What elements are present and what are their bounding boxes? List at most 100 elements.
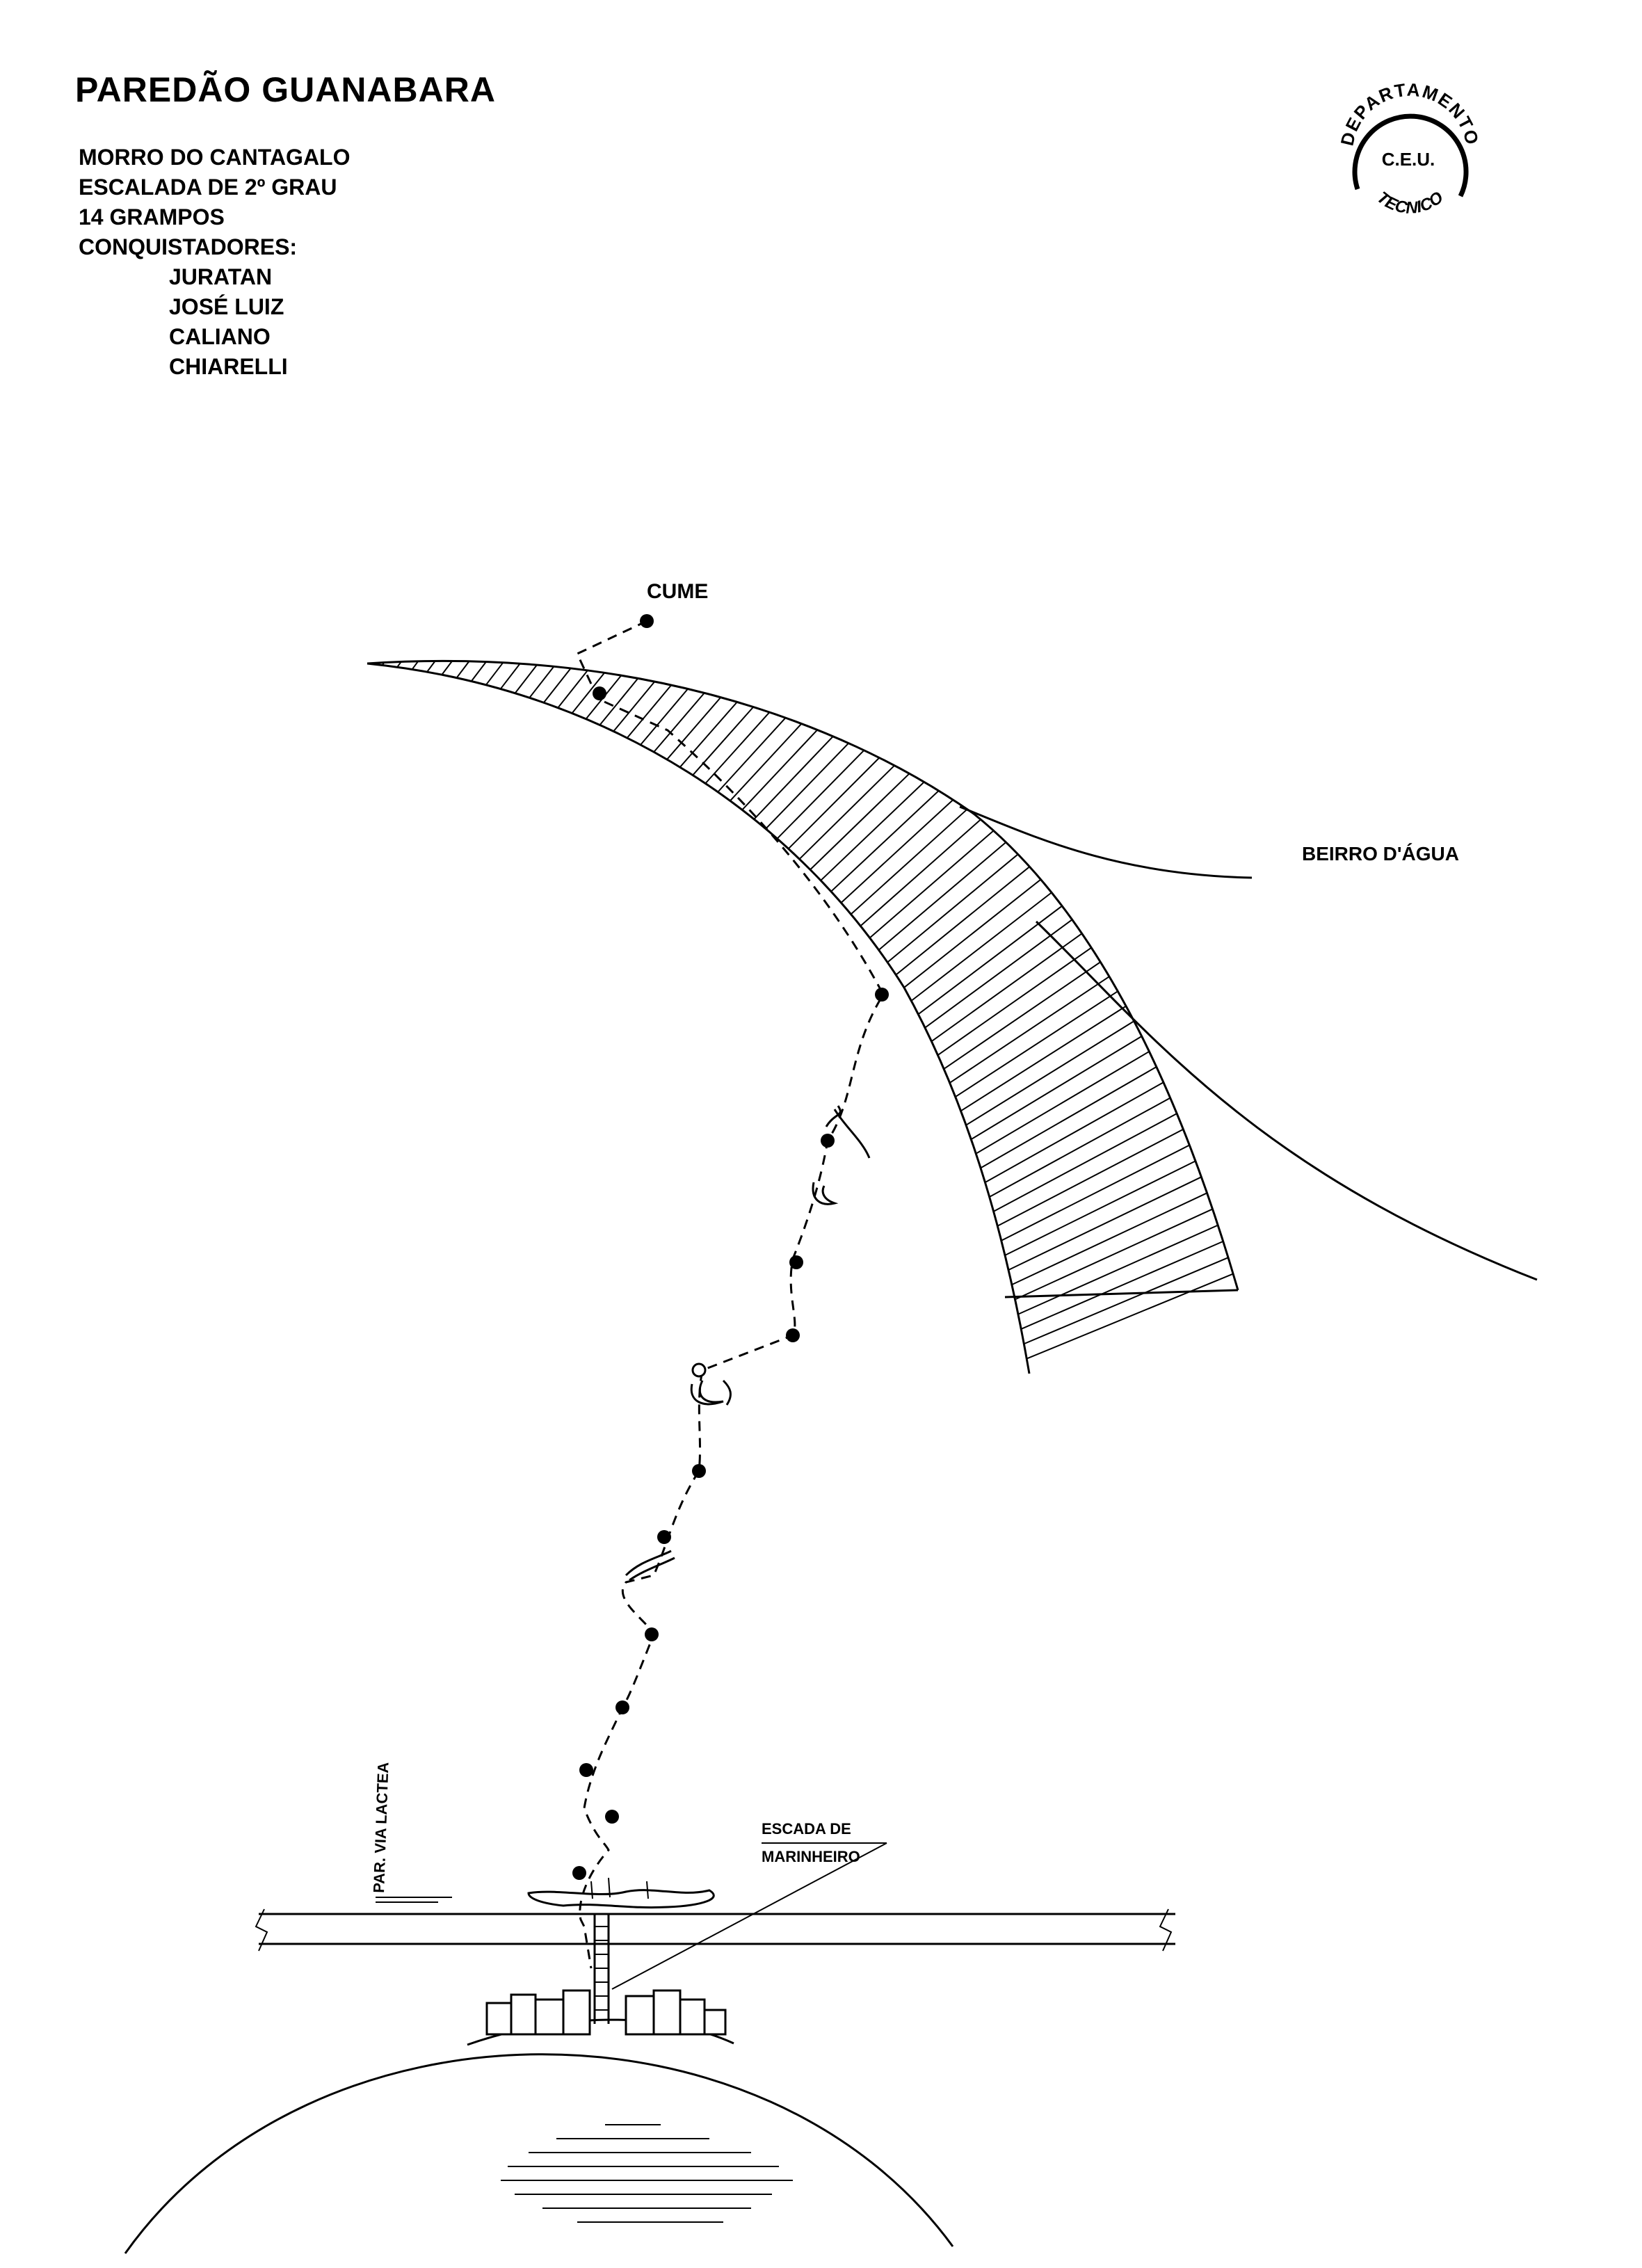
adjacent-ledge bbox=[376, 1897, 452, 1903]
hatch-line bbox=[1008, 1176, 1202, 1271]
hatch-line bbox=[485, 662, 504, 686]
ladder-rungs bbox=[595, 1926, 609, 2011]
drip-edge-line bbox=[959, 805, 1253, 879]
hatch-line bbox=[860, 819, 981, 927]
rock-features bbox=[625, 1105, 871, 1582]
conqueror-name: JURATAN bbox=[169, 264, 273, 289]
hatch-line bbox=[411, 661, 419, 670]
route-path bbox=[576, 620, 885, 1969]
bolt-marker bbox=[875, 988, 889, 1002]
hatch-line bbox=[753, 736, 834, 820]
building bbox=[703, 2009, 727, 2036]
hatch-line bbox=[798, 764, 895, 860]
hatch-line bbox=[514, 664, 538, 694]
ledge-markers bbox=[590, 1877, 649, 1899]
hatch-line bbox=[741, 729, 818, 811]
roof-base-line bbox=[1004, 1289, 1239, 1298]
building bbox=[652, 1989, 682, 2036]
bolt-markers bbox=[572, 614, 889, 1880]
bolt-marker bbox=[605, 1810, 619, 1824]
roof-lower-edge bbox=[367, 662, 1031, 1374]
route-info: MORRO DO CANTAGALO ESCALADA DE 2º GRAU 1… bbox=[79, 143, 350, 382]
hatch-line bbox=[730, 723, 803, 802]
hatch-line bbox=[396, 661, 402, 668]
hatch-line bbox=[557, 670, 588, 709]
crescent-feature bbox=[690, 1380, 724, 1406]
hatch-line bbox=[1026, 1273, 1234, 1360]
hatch-line bbox=[895, 866, 1030, 976]
department-stamp: DEPARTAMENTO C.E.U. TECNICO bbox=[1336, 79, 1483, 218]
hatch-line bbox=[943, 961, 1101, 1070]
hatch-line bbox=[955, 990, 1118, 1097]
hatch-line bbox=[820, 781, 925, 881]
building bbox=[485, 2002, 513, 2036]
hatch-line bbox=[887, 853, 1019, 963]
hatch-line bbox=[543, 668, 572, 703]
base-ledge bbox=[527, 1889, 715, 1909]
hatch-line bbox=[1004, 1160, 1196, 1256]
bolt-marker bbox=[692, 1464, 706, 1478]
building bbox=[625, 1995, 655, 2036]
hatch-line bbox=[765, 742, 849, 830]
sailor-ladder bbox=[593, 1842, 887, 2024]
ladder-label-line1: ESCADA DE bbox=[762, 1820, 851, 1837]
crescent-feature bbox=[722, 1379, 732, 1406]
hatch-line bbox=[1020, 1240, 1224, 1330]
adjacent-route-label: PAR. VIA LACTEA bbox=[370, 1762, 392, 1893]
roof-overhang bbox=[367, 659, 1538, 1374]
stamp-bottom-text: TECNICO bbox=[1374, 188, 1447, 218]
hatch-line bbox=[776, 750, 865, 839]
building bbox=[510, 1993, 537, 2036]
hatch-line bbox=[903, 878, 1042, 988]
water-lines bbox=[501, 2124, 793, 2223]
roof-hatching bbox=[381, 660, 1234, 1360]
hatch-line bbox=[980, 1066, 1157, 1169]
conqueror-name: CHIARELLI bbox=[169, 354, 288, 379]
bolt-marker bbox=[593, 686, 606, 700]
bolt-marker bbox=[645, 1627, 659, 1641]
hatch-line bbox=[850, 808, 968, 915]
hatch-line bbox=[717, 717, 787, 793]
hatch-line bbox=[931, 933, 1083, 1043]
summit-point bbox=[640, 614, 654, 628]
roof-upper-edge bbox=[367, 659, 1239, 1291]
globe-arc bbox=[124, 2053, 954, 2254]
road-break-left bbox=[255, 1908, 268, 1952]
conqueror-name: CALIANO bbox=[169, 324, 271, 349]
ladder-leader-line bbox=[611, 1842, 887, 1990]
drip-edge-label: BEIRRO D'ÁGUA bbox=[1302, 843, 1459, 864]
hatch-line bbox=[571, 672, 605, 714]
hatch-line bbox=[975, 1051, 1150, 1155]
flake-feature bbox=[825, 1105, 871, 1159]
route-line bbox=[576, 620, 885, 1969]
bolt-count: 14 GRAMPOS bbox=[79, 204, 225, 230]
hatch-line bbox=[705, 711, 771, 785]
bay-globe bbox=[124, 2053, 954, 2254]
hatch-line bbox=[878, 842, 1007, 951]
hatch-line bbox=[993, 1113, 1177, 1212]
road-break-right bbox=[1159, 1908, 1173, 1952]
hatch-line bbox=[470, 661, 487, 682]
building bbox=[562, 1989, 591, 2036]
hatch-line bbox=[679, 701, 738, 768]
mountain-name: MORRO DO CANTAGALO bbox=[79, 145, 351, 170]
ground-level bbox=[255, 1877, 1175, 1952]
piton-marker bbox=[691, 1362, 707, 1378]
hatch-line bbox=[1001, 1144, 1190, 1241]
hatch-line bbox=[997, 1128, 1184, 1227]
hatch-line bbox=[599, 677, 639, 726]
hatch-line bbox=[937, 947, 1092, 1056]
hatch-line bbox=[960, 1005, 1127, 1112]
hatch-line bbox=[869, 830, 995, 939]
hatch-line bbox=[1011, 1192, 1207, 1286]
hatch-line bbox=[810, 773, 910, 871]
bolt-marker bbox=[579, 1763, 593, 1777]
svg-text:DEPARTAMENTO: DEPARTAMENTO bbox=[1336, 79, 1483, 148]
hatch-line bbox=[840, 799, 954, 903]
hatch-line bbox=[426, 660, 436, 673]
route-title: PAREDÃO GUANABARA bbox=[75, 70, 496, 109]
building bbox=[679, 1998, 706, 2036]
hatch-line bbox=[1015, 1208, 1213, 1301]
hatch-line bbox=[970, 1036, 1143, 1141]
